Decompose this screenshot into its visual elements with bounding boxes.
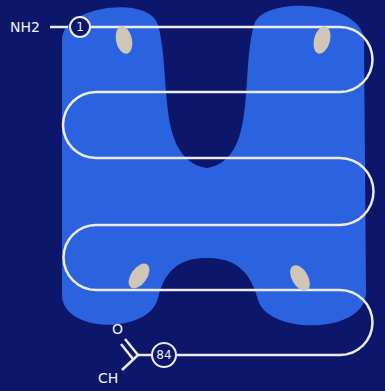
carboxyl-bonds xyxy=(50,27,152,370)
cysteine-mark xyxy=(311,24,334,55)
cysteine-mark xyxy=(286,262,314,294)
residue-circle: 84 xyxy=(151,342,177,368)
polypeptide-chain xyxy=(63,27,374,355)
residue-circle: 1 xyxy=(69,16,91,38)
bond-line xyxy=(138,354,152,357)
chem-label: O xyxy=(112,322,123,336)
chem-label: CH xyxy=(98,371,118,385)
double-bond xyxy=(121,344,133,359)
bond-line xyxy=(50,26,68,29)
cysteine-mark xyxy=(113,25,134,56)
residue-number: 84 xyxy=(156,349,171,361)
bond-line xyxy=(122,355,138,370)
chem-label: NH2 xyxy=(10,20,40,34)
disulfide-sites xyxy=(113,24,333,294)
thyroid-gland xyxy=(62,6,366,326)
cysteine-mark xyxy=(124,260,153,292)
residue-number: 1 xyxy=(76,21,84,33)
